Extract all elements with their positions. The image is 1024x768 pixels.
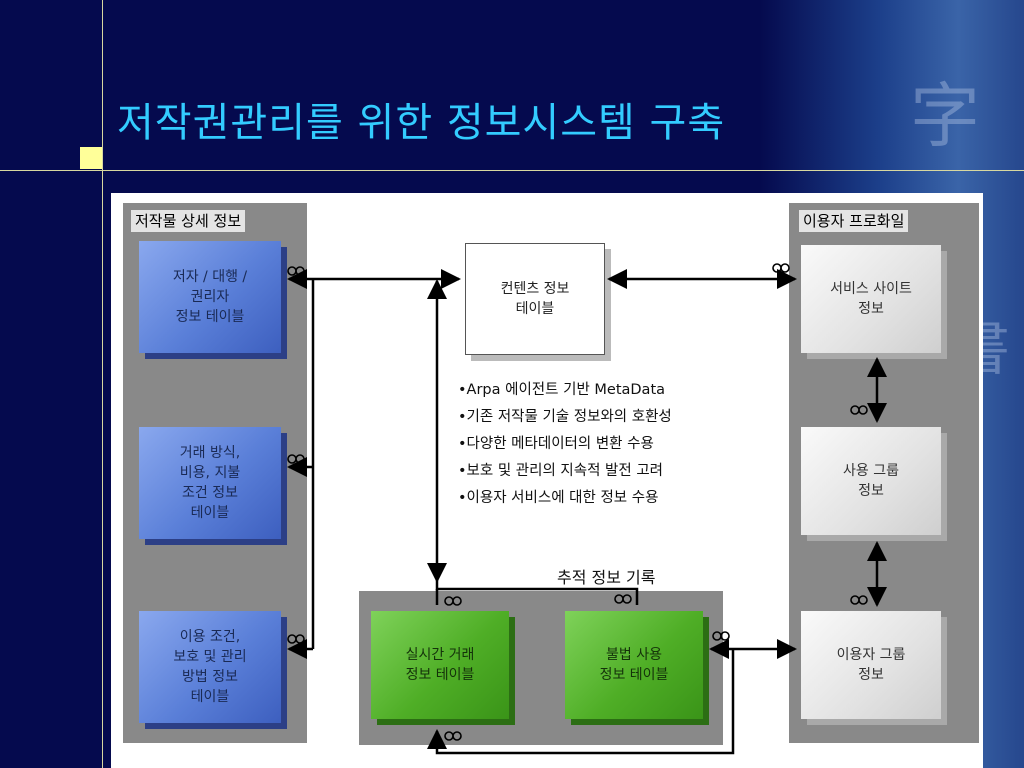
many-marker bbox=[444, 596, 454, 606]
many-marker bbox=[614, 594, 624, 604]
many-marker bbox=[287, 266, 297, 276]
many-marker bbox=[287, 454, 297, 464]
slide-title: 저작권관리를 위한 정보시스템 구축 bbox=[117, 100, 726, 146]
bullet-item: •보호 및 관리의 지속적 발전 고려 bbox=[458, 463, 664, 479]
content-info-table-box: 컨텐츠 정보 테이블 bbox=[465, 243, 605, 355]
transaction-terms-table-box: 거래 방식, 비용, 지불 조건 정보 테이블 bbox=[139, 427, 281, 539]
bottom-loop-connector bbox=[427, 649, 735, 755]
bullet-item: •Arpa 에이전트 기반 MetaData bbox=[458, 382, 666, 398]
many-marker bbox=[452, 731, 462, 741]
many-marker bbox=[780, 263, 790, 273]
many-marker bbox=[295, 454, 305, 464]
user-profile-panel-label: 이용자 프로화일 bbox=[799, 210, 909, 232]
usage-protection-table-box: 이용 조건, 보호 및 관리 방법 정보 테이블 bbox=[139, 611, 281, 723]
many-marker bbox=[287, 634, 297, 644]
work-detail-panel-label: 저작물 상세 정보 bbox=[131, 210, 246, 232]
tracking-panel-label: 추적 정보 기록 bbox=[557, 568, 656, 587]
bullet-item: •다양한 메타데이터의 변환 수용 bbox=[458, 436, 654, 452]
user-group-info-box: 이용자 그룹 정보 bbox=[801, 611, 941, 719]
many-marker bbox=[720, 631, 730, 641]
service-site-info-box: 서비스 사이트 정보 bbox=[801, 245, 941, 353]
many-marker bbox=[850, 405, 860, 415]
many-marker bbox=[850, 595, 860, 605]
usage-group-info-box: 사용 그룹 정보 bbox=[801, 427, 941, 535]
author-rights-table-box: 저자 / 대행 / 권리자 정보 테이블 bbox=[139, 241, 281, 353]
many-marker bbox=[295, 634, 305, 644]
horizontal-divider bbox=[0, 170, 1024, 171]
many-marker bbox=[295, 266, 305, 276]
tracking-top-connector bbox=[435, 581, 639, 605]
calligraphy-glyph: 字 bbox=[910, 75, 980, 157]
metadata-feature-list: •Arpa 에이전트 기반 MetaData •기존 저작물 기술 정보와의 호… bbox=[458, 377, 672, 512]
vertical-divider bbox=[102, 0, 103, 768]
many-marker bbox=[772, 263, 782, 273]
system-diagram: 저작물 상세 정보 저자 / 대행 / 권리자 정보 테이블 거래 방식, 비용… bbox=[111, 193, 983, 768]
many-marker bbox=[712, 631, 722, 641]
many-marker bbox=[858, 595, 868, 605]
bullet-item: •이용자 서비스에 대한 정보 수용 bbox=[458, 490, 659, 506]
bullet-item: •기존 저작물 기술 정보와의 호환성 bbox=[458, 409, 672, 425]
realtime-transaction-table-box: 실시간 거래 정보 테이블 bbox=[371, 611, 509, 719]
many-marker bbox=[622, 594, 632, 604]
many-marker bbox=[444, 731, 454, 741]
many-marker bbox=[452, 596, 462, 606]
many-marker bbox=[858, 405, 868, 415]
accent-square bbox=[80, 147, 102, 169]
diagram-connectors bbox=[287, 263, 887, 755]
illegal-use-table-box: 불법 사용 정보 테이블 bbox=[565, 611, 703, 719]
